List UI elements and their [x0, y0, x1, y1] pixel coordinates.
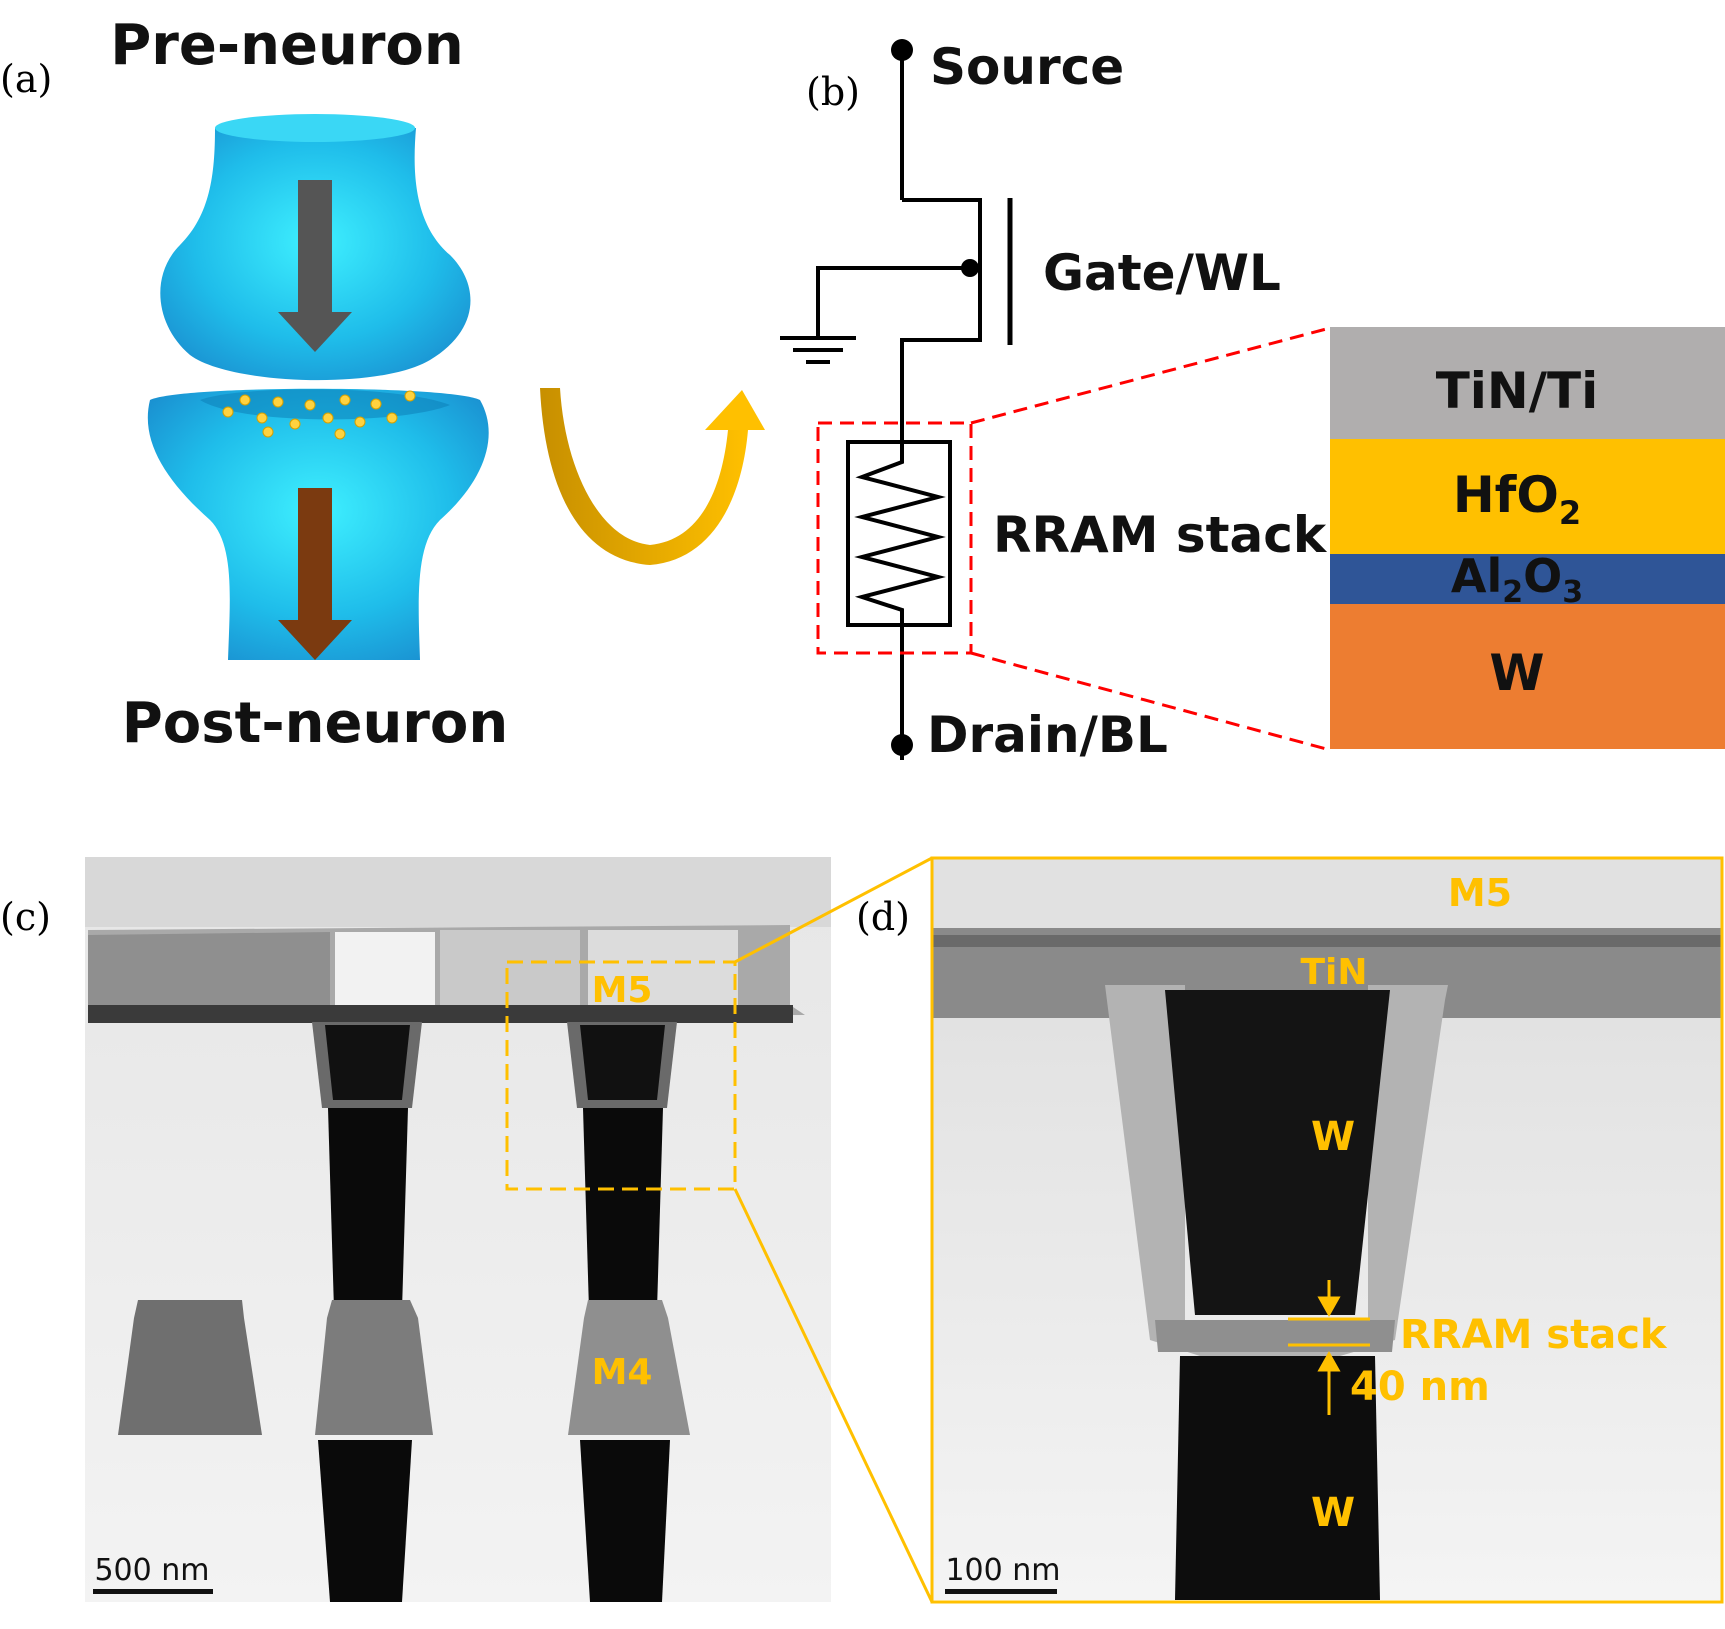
m5-label-d: M5	[1448, 871, 1512, 915]
rram-layer-stack: TiN/Ti HfO2 Al2O3 W	[1330, 327, 1725, 749]
panel-d: (d)	[856, 856, 1724, 1604]
zoom-region-box	[505, 960, 737, 1191]
tem-image-d	[932, 858, 1722, 1600]
thickness-label-d: 40 nm	[1350, 1364, 1490, 1410]
pre-terminal-top	[215, 114, 415, 142]
m5-label-c: M5	[592, 970, 653, 1011]
rram-stack-label: RRAM stack	[993, 506, 1328, 564]
layer-w	[1330, 604, 1725, 749]
w-top-label-d: W	[1311, 1114, 1355, 1160]
layer-tin-ti-label: TiN/Ti	[1436, 362, 1599, 420]
mapping-arrow-icon	[540, 388, 765, 565]
zoom-line-top	[970, 326, 1331, 425]
scale-bar-d	[945, 1589, 1057, 1594]
m4-label-c: M4	[592, 1352, 653, 1393]
neurotransmitter-vesicles	[222, 390, 416, 440]
scale-bar-c	[93, 1589, 213, 1594]
layer-tin-ti	[1330, 327, 1725, 439]
source-terminal	[891, 39, 913, 61]
drain-terminal	[891, 734, 913, 756]
rram-stack-label-d: RRAM stack	[1400, 1312, 1668, 1358]
panel-b: (b) Source Gate/WL RRAM stack Drain/BL	[780, 38, 1725, 764]
drain-label: Drain/BL	[927, 706, 1168, 764]
scale-label-d: 100 nm	[945, 1553, 1060, 1588]
panel-a: (a) Pre-neuron Post-neuron	[0, 13, 508, 756]
rram-highlight-box	[816, 421, 973, 655]
circuit-1t1r	[780, 50, 1013, 760]
post-neuron-label: Post-neuron	[122, 691, 509, 756]
thickness-marker	[1288, 1280, 1370, 1415]
panel-c: (c)	[0, 856, 934, 1603]
source-label: Source	[930, 38, 1124, 96]
pre-neuron-label: Pre-neuron	[110, 13, 464, 78]
layer-hfo2-label: HfO2	[1453, 466, 1581, 532]
panel-a-label: (a)	[0, 57, 52, 101]
panel-d-label: (d)	[856, 895, 910, 939]
zoom-line-c-top	[734, 856, 933, 964]
zoom-line-c-bottom	[733, 1188, 934, 1603]
panel-d-frame	[930, 856, 1724, 1604]
layer-al2o3-label: Al2O3	[1451, 549, 1583, 610]
post-signal-arrow	[278, 488, 352, 660]
pre-signal-arrow	[278, 180, 352, 352]
layer-al2o3	[1330, 554, 1725, 604]
gate-label: Gate/WL	[1043, 244, 1281, 302]
panel-b-label: (b)	[806, 70, 860, 114]
tem-image-c	[85, 857, 831, 1602]
w-bottom-label-d: W	[1311, 1490, 1355, 1536]
gate-node	[961, 259, 979, 277]
panel-c-label: (c)	[0, 895, 51, 939]
layer-hfo2	[1330, 439, 1725, 554]
synaptic-cleft	[200, 389, 450, 420]
scale-label-c: 500 nm	[94, 1553, 209, 1588]
tin-label-d: TiN	[1300, 952, 1367, 993]
layer-w-label: W	[1489, 644, 1544, 702]
zoom-line-bottom	[970, 651, 1331, 752]
